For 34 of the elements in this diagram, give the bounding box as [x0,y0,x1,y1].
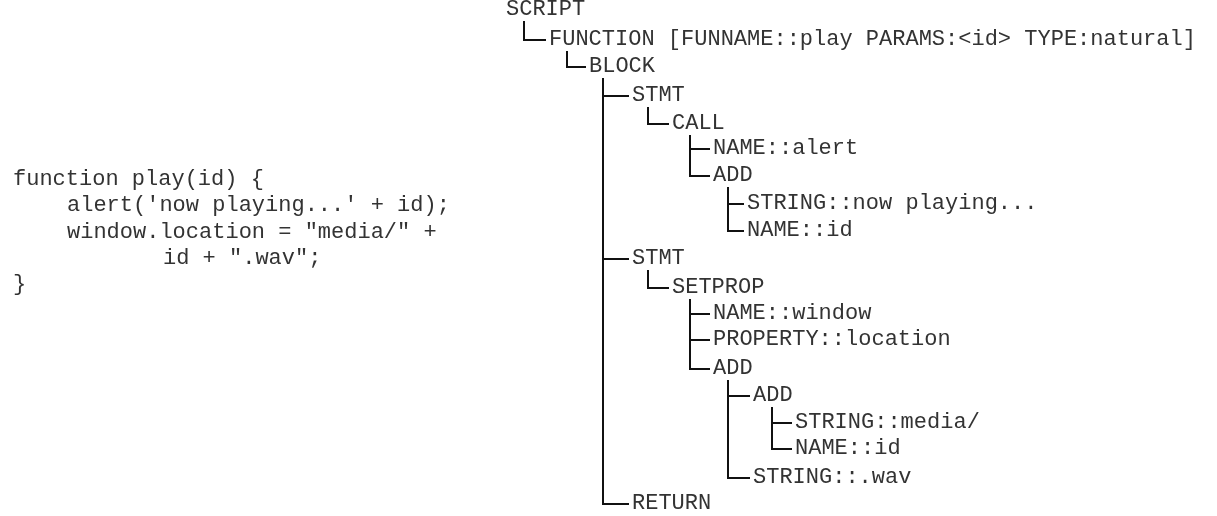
tree-node-label: RETURN [632,493,712,515]
tree-node-label: NAME::alert [713,138,859,160]
tree-node-label: BLOCK [589,56,655,78]
tree-connector [689,134,711,177]
tree-connector [771,406,793,450]
tree-node-label: CALL [672,113,725,135]
code-line: function play(id) { [13,169,264,191]
code-line: window.location = "media/" + [67,222,437,244]
tree-node-label: NAME::window [713,303,872,325]
tree-node-label: ADD [713,165,753,187]
tree-node-label: STRING::media/ [795,412,980,434]
tree-node-label: ADD [753,385,793,407]
code-line: } [13,274,27,296]
tree-node-label: NAME::id [795,438,901,460]
tree-connector [602,77,630,505]
tree-connector [727,379,751,479]
tree-connector [566,50,587,68]
tree-connector [689,298,711,370]
tree-connector [523,20,547,41]
tree-connector [727,186,745,232]
tree-node-label: STMT [632,85,685,107]
tree-connector [647,106,670,125]
tree-node-label: ADD [713,358,753,380]
tree-node-label: PROPERTY::location [713,329,951,351]
code-line: id + ".wav"; [163,248,322,270]
tree-connector [647,269,670,289]
tree-node-label: NAME::id [747,220,853,242]
tree-node-label: SCRIPT [506,0,586,21]
tree-node-label: STRING::.wav [753,467,912,489]
tree-node-label: SETPROP [672,277,765,299]
code-line: alert('now playing...' + id); [67,195,450,217]
tree-node-label: FUNCTION [FUNNAME::play PARAMS:<id> TYPE:natural] [549,29,1196,51]
tree-node-label: STMT [632,248,685,270]
tree-node-label: STRING::now playing... [747,193,1038,215]
